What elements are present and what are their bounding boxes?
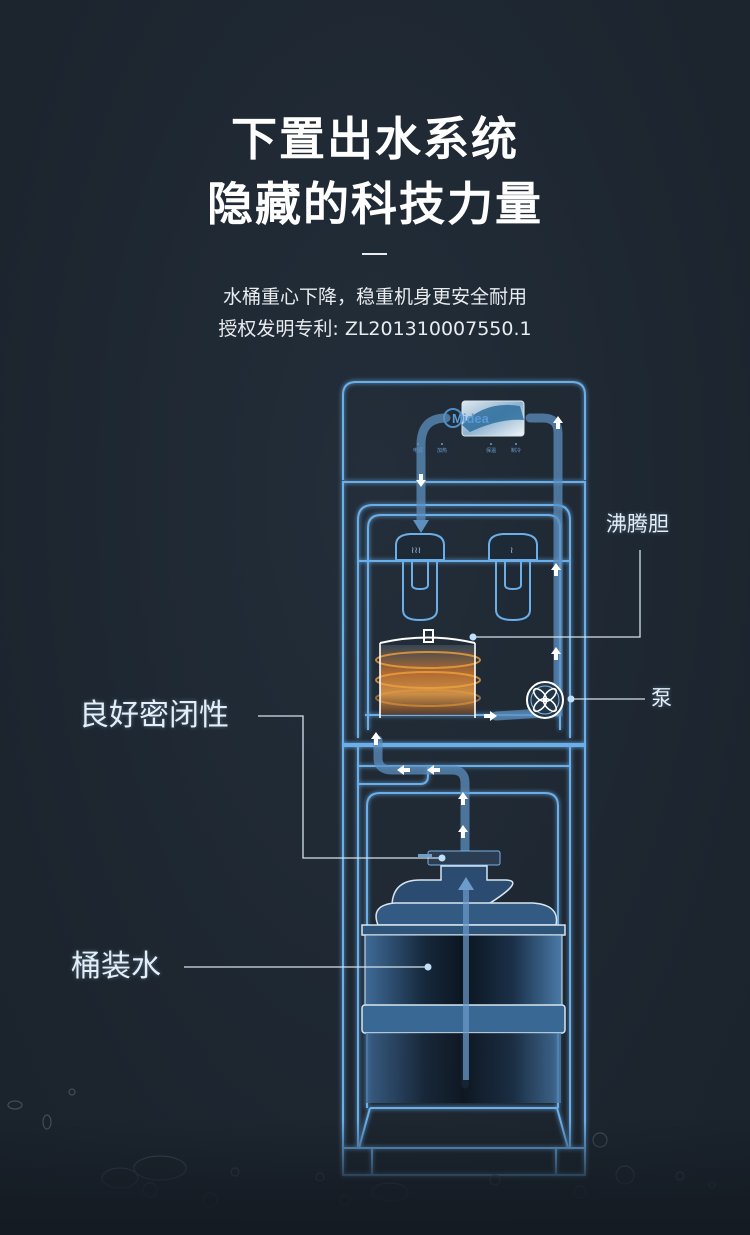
boiling-tank (375, 629, 481, 718)
arrow-down (416, 474, 426, 487)
callout-dots (424, 633, 575, 971)
hot-tap (395, 533, 445, 561)
top-panel (342, 381, 586, 480)
callout-lines (184, 550, 645, 968)
arrow-left (397, 765, 410, 775)
water-surface (0, 1120, 750, 1235)
taps (395, 533, 538, 622)
pump-icon (526, 681, 564, 719)
title-divider (362, 253, 387, 255)
pipe-top-down (416, 413, 451, 525)
panel-button-cool: 制冷 (511, 447, 521, 454)
arrow-left (427, 765, 440, 775)
headline-line-2: 隐藏的科技力量 (207, 177, 543, 231)
leader-sealing (258, 715, 441, 859)
arrow-up (551, 647, 561, 660)
warm-steam-icon: ≀ (510, 546, 513, 556)
arrow-up (458, 792, 468, 805)
leader-boiling-tank (473, 550, 641, 638)
panel-button-keep-warm: 保温 (486, 447, 496, 454)
brand-logo: Midea (452, 411, 490, 426)
subtitle-line-2: 授权发明专利: ZL201310007550.1 (218, 318, 532, 340)
callout-bottled-water: 桶装水 (71, 949, 161, 984)
callout-sealing: 良好密闭性 (79, 698, 229, 733)
pipe-lower (373, 735, 470, 865)
pipe-arrowhead (413, 520, 429, 533)
control-panel: Midea 电源 加热 保温 制冷 (413, 400, 525, 454)
subtitle-line-1: 水桶重心下降，稳重机身更安全耐用 (222, 286, 527, 308)
callout-pump: 泵 (651, 686, 672, 710)
arrow-up (371, 732, 381, 745)
callout-boiling-tank: 沸腾胆 (606, 512, 669, 536)
dispense-bay (357, 504, 571, 738)
headline-line-1: 下置出水系统 (231, 112, 519, 166)
water-bottle (361, 850, 566, 1103)
hot-steam-icon: ≀≀≀ (411, 546, 421, 556)
warm-tap (488, 533, 538, 561)
arrow-right (484, 711, 497, 721)
panel-button-heat: 加热 (437, 447, 447, 454)
body-frame (342, 481, 586, 745)
arrow-up (551, 563, 561, 576)
arrow-up (553, 416, 563, 429)
arrow-up (458, 825, 468, 838)
